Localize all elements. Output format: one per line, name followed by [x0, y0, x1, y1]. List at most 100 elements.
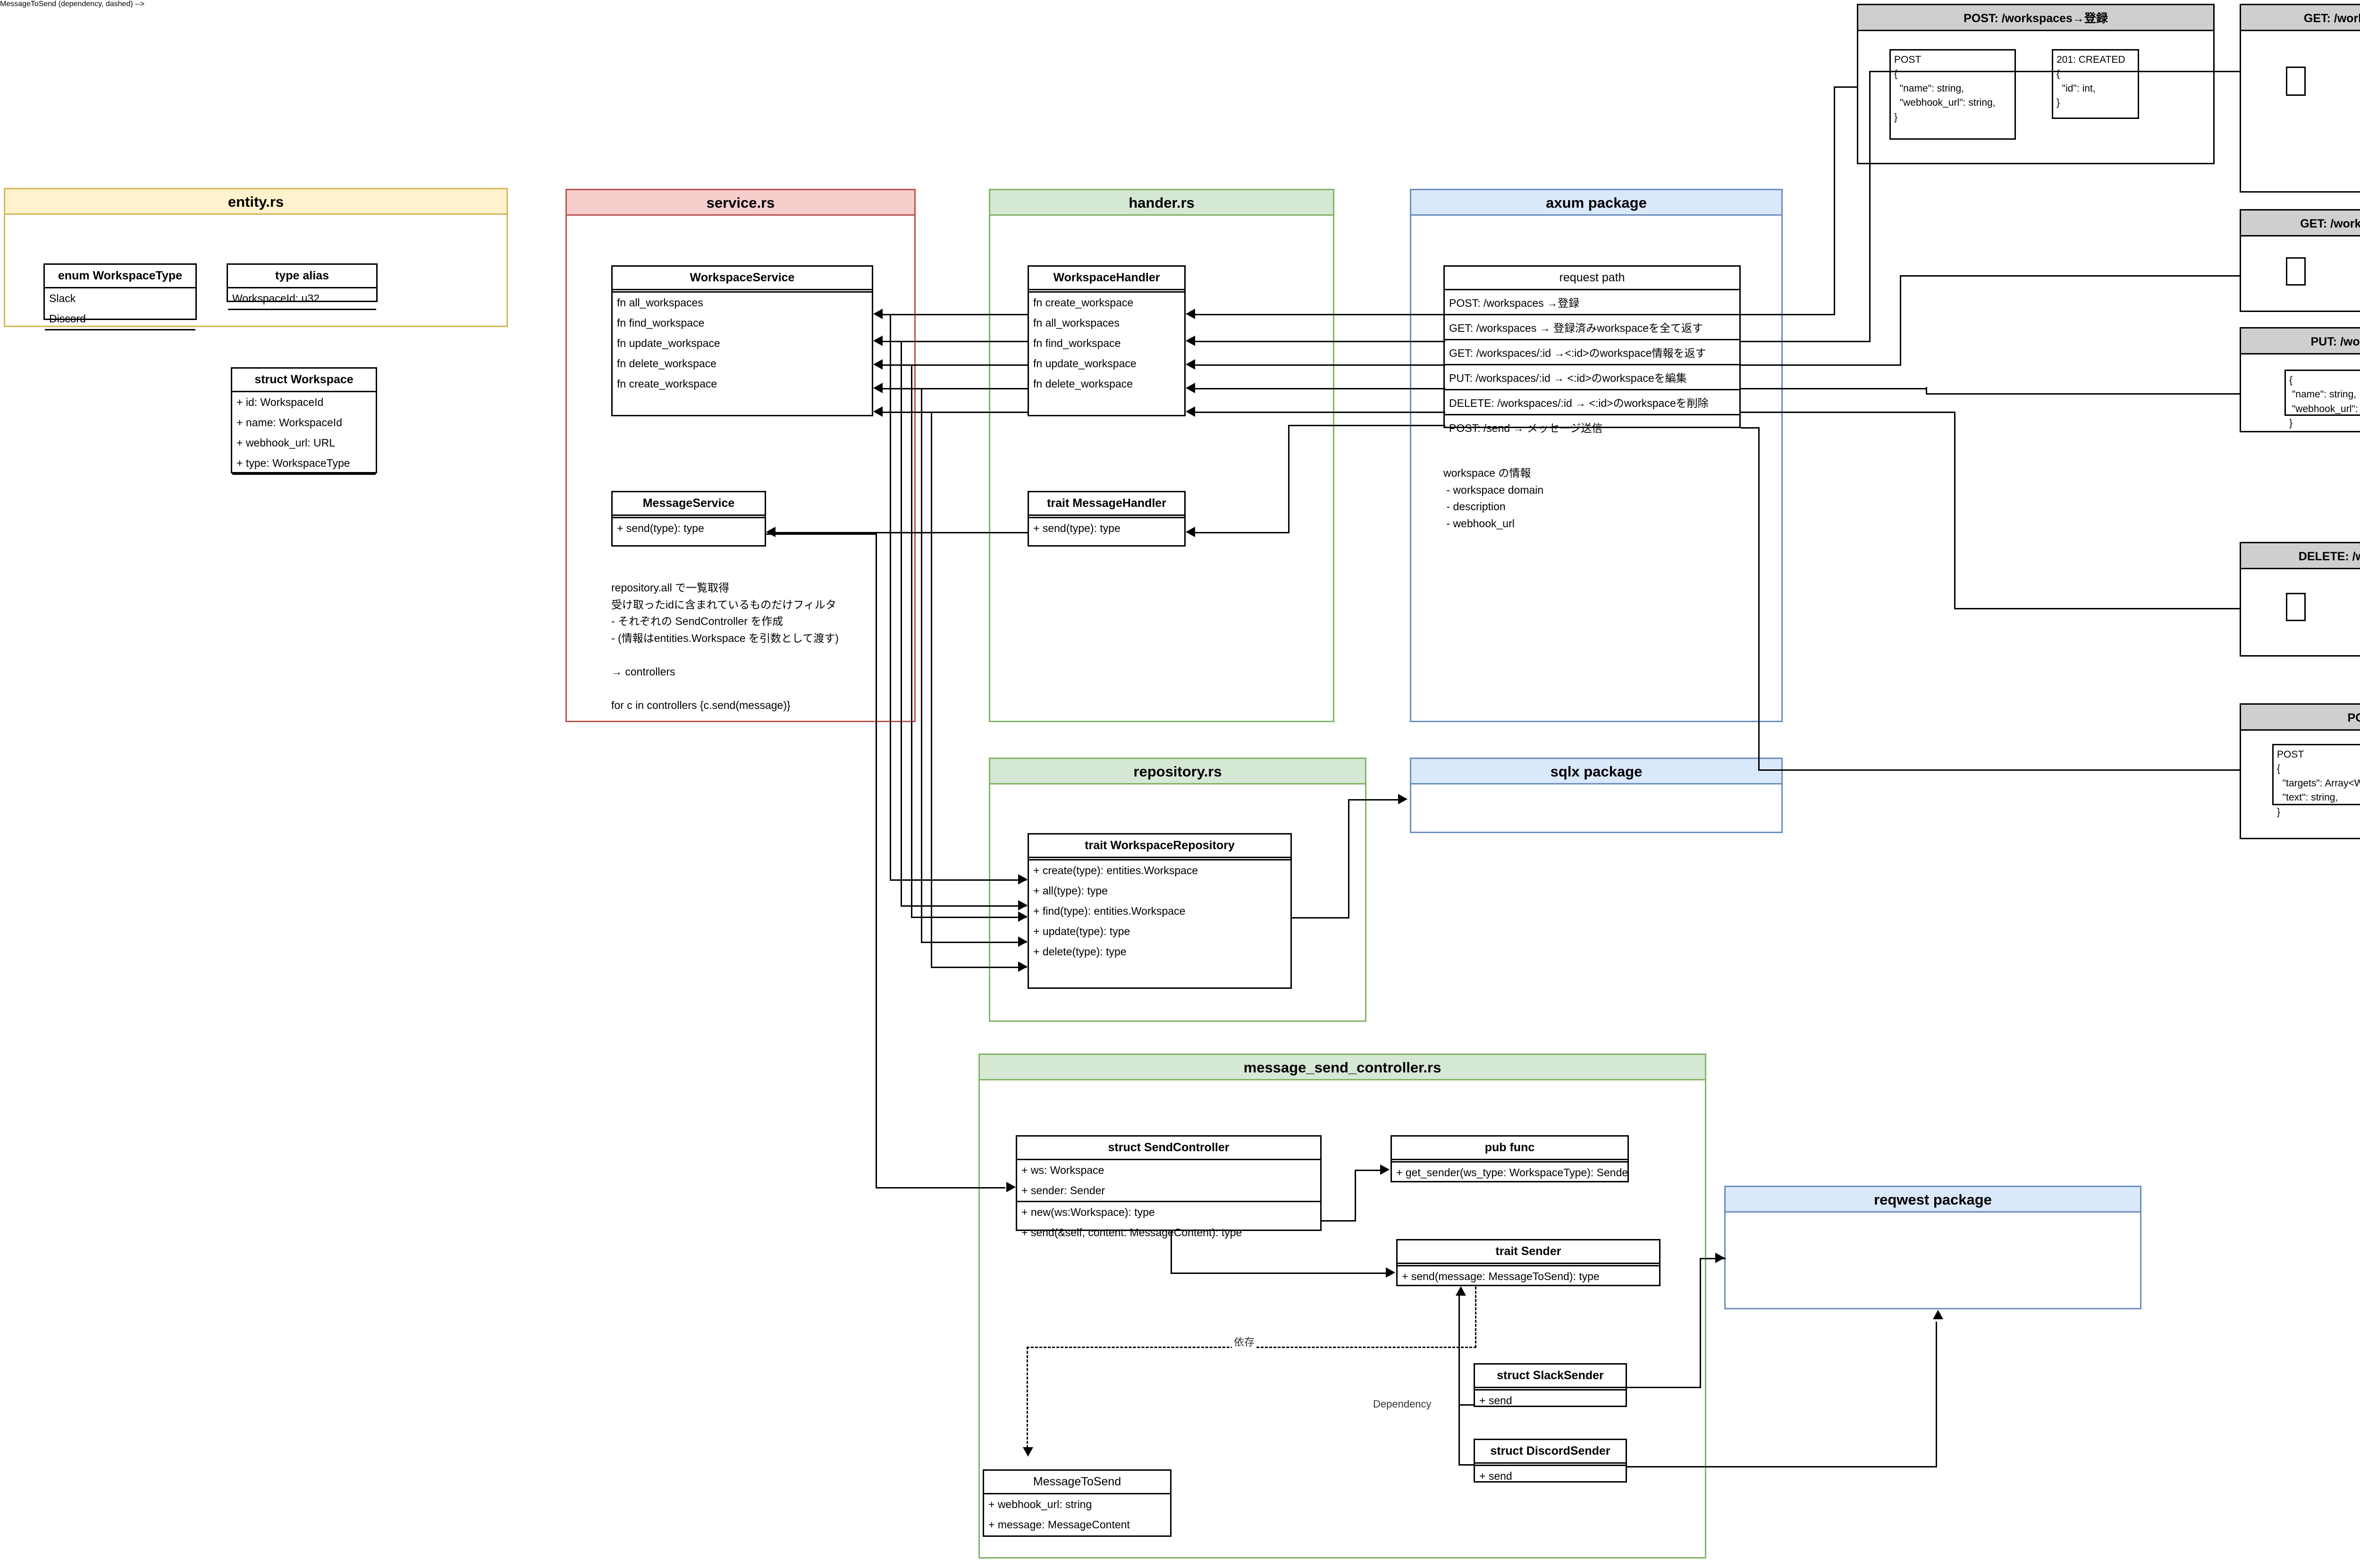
connector-service-to-repo-h5 — [931, 967, 1027, 968]
class-row: + send(message: MessageToSend): type — [1402, 1270, 1600, 1282]
class-row: fn all_workspaces — [617, 296, 703, 309]
connector-service-to-repo-v1 — [890, 315, 891, 881]
class-request-path[interactable]: request path POST: /workspaces →登録 GET: … — [1443, 265, 1741, 434]
class-row: + send — [1479, 1394, 1512, 1407]
api-spec-get-workspaces: GET: /workspace → 登録済みworkspaceを全て返す 200… — [2240, 4, 2360, 193]
class-row: fn find_workspace — [617, 317, 705, 329]
arrow-head — [1398, 794, 1408, 804]
api-title: POST: /message → メッセージ送信 — [2241, 705, 2360, 731]
class-row: fn update_workspace — [1033, 357, 1137, 370]
package-title-entity-rs: entity.rs — [5, 189, 506, 215]
connector-handler-to-service — [883, 388, 1029, 389]
arrow-head — [873, 383, 883, 393]
class-separator — [1398, 1264, 1659, 1266]
package-title-repository-rs: repository.rs — [990, 759, 1365, 784]
connector-axum-to-handler — [1195, 314, 1445, 315]
class-struct-sendcontroller[interactable]: struct SendController + ws: Workspace + … — [1016, 1135, 1322, 1239]
connector-axum-to-handler — [1195, 364, 1445, 366]
route-row-post-send[interactable]: POST: /send → メッセージ送信 — [1449, 422, 1603, 434]
class-struct-slacksender[interactable]: struct SlackSender + send — [1474, 1363, 1627, 1407]
connector-sendcontroller-to-pubfunc-v — [1355, 1170, 1356, 1222]
arrow-head — [1456, 1286, 1466, 1296]
class-separator — [1475, 1464, 1626, 1466]
class-workspacehandler[interactable]: WorkspaceHandler fn create_workspace fn … — [1028, 265, 1186, 416]
class-row: + find(type): entities.Workspace — [1033, 905, 1186, 917]
package-title-sqlx: sqlx package — [1411, 759, 1781, 784]
class-workspaceservice[interactable]: WorkspaceService fn all_workspaces fn fi… — [611, 265, 873, 416]
connector-route-to-api-post — [1741, 314, 1835, 315]
class-trait-sender[interactable]: trait Sender + send(message: MessageToSe… — [1396, 1239, 1660, 1286]
connector-route-to-api-delete-v — [1954, 412, 1955, 609]
package-title-axum: axum package — [1411, 190, 1781, 216]
class-row: fn delete_workspace — [1033, 378, 1133, 390]
class-enum-workspacetype[interactable]: enum WorkspaceType Slack Discord — [43, 263, 197, 330]
api-request-placeholder — [2286, 593, 2306, 621]
api-request-body: { "name": string, "webhook_url": string,… — [2284, 370, 2360, 429]
api-spec-post-message: POST: /message → メッセージ送信 POST { "targets… — [2240, 703, 2360, 839]
connector-to-sendcontroller-h — [876, 1187, 1005, 1189]
class-trait-workspacerepository[interactable]: trait WorkspaceRepository + create(type)… — [1028, 833, 1292, 989]
class-row: fn find_workspace — [1033, 337, 1121, 349]
connector-handler-to-service — [883, 341, 1029, 342]
class-messagetosend[interactable]: MessageToSend + webhook_url: string + me… — [983, 1469, 1172, 1537]
connector-service-to-repo-v2 — [901, 341, 902, 906]
edge-label-izon: 依存 — [1232, 1334, 1257, 1349]
edge-label-dependency: Dependency — [1371, 1398, 1433, 1410]
package-sqlx: sqlx package — [1410, 758, 1783, 833]
class-row: fn delete_workspace — [617, 357, 716, 370]
route-row-get-workspace-id[interactable]: GET: /workspaces/:id →<:id>のworkspace情報を… — [1445, 340, 1739, 365]
class-row: + delete(type): type — [1033, 945, 1127, 958]
connector-sendcontroller-to-pubfunc-h1 — [1322, 1220, 1356, 1222]
class-row: + all(type): type — [1033, 885, 1108, 897]
class-row: WorkspaceId: u32 — [232, 292, 320, 304]
class-messageservice[interactable]: MessageService + send(type): type — [611, 491, 766, 547]
api-request-body: POST { "targets": Array<WorkspaceId>, "t… — [2272, 744, 2360, 818]
class-row: + send — [1479, 1470, 1512, 1482]
class-row: Slack — [49, 292, 76, 304]
arrow-head — [1018, 936, 1028, 947]
connector-axum-to-handler — [1195, 412, 1445, 413]
class-row: fn create_workspace — [1033, 296, 1134, 309]
class-title: pub func — [1392, 1137, 1627, 1160]
connector-axum-send-vertical — [1288, 425, 1290, 533]
api-spec-get-workspace-id: GET: /workspace/:id →<:id>のworkspace情報を返… — [2240, 209, 2360, 312]
api-title: GET: /workspace/:id →<:id>のworkspace情報を返… — [2241, 211, 2360, 236]
connector-handler-to-service — [883, 364, 1029, 366]
class-footer — [232, 473, 376, 477]
class-title: MessageToSend — [984, 1471, 1170, 1494]
connector-route-to-api-delete-h — [1954, 608, 2241, 609]
connector-repo-to-sqlx-v — [1348, 799, 1349, 918]
route-row-delete-workspace-id[interactable]: DELETE: /workspaces/:id → <:id>のworkspac… — [1445, 390, 1739, 415]
arrow-head — [1018, 961, 1028, 972]
class-footer — [45, 329, 195, 332]
class-title: request path — [1445, 267, 1739, 290]
connector-route-to-api-get-id-h — [1900, 275, 2241, 277]
route-row-get-workspaces[interactable]: GET: /workspaces → 登録済みworkspaceを全て返す — [1445, 315, 1739, 340]
connector-service-to-repo-v3 — [911, 364, 912, 918]
dashed-sender-down — [1475, 1287, 1476, 1348]
connector-route-to-api-post-v — [1834, 86, 1835, 315]
connector-route-to-api-get-all-h — [1869, 71, 2241, 72]
class-separator — [1029, 858, 1290, 860]
connector-axum-to-handler — [1195, 341, 1445, 342]
class-separator — [613, 516, 765, 518]
route-row-put-workspace-id[interactable]: PUT: /workspaces/:id → <:id>のworkspaceを編… — [1445, 365, 1739, 390]
class-row: fn create_workspace — [617, 378, 717, 390]
class-row: + id: WorkspaceId — [236, 396, 324, 408]
class-row: + send(type): type — [617, 522, 704, 534]
class-pub-func[interactable]: pub func + get_sender(ws_type: Workspace… — [1391, 1135, 1629, 1182]
class-title: trait MessageHandler — [1029, 492, 1184, 516]
connector-route-to-api-message — [1741, 427, 1760, 429]
class-struct-workspace[interactable]: struct Workspace + id: WorkspaceId + nam… — [231, 367, 377, 475]
class-row: + message: MessageContent — [988, 1518, 1130, 1531]
class-trait-messagehandler[interactable]: trait MessageHandler + send(type): type — [1028, 491, 1186, 547]
api-response-201: 201: CREATED { "id": int, } — [2052, 49, 2139, 119]
arrow-head — [1186, 309, 1195, 319]
arrow-head — [1380, 1164, 1390, 1175]
route-row-post-workspaces[interactable]: POST: /workspaces →登録 — [1445, 290, 1739, 315]
connector-sendcontroller-to-sender-v — [1171, 1230, 1172, 1273]
connector-route-to-api-get-id — [1741, 364, 1901, 366]
class-struct-discordsender[interactable]: struct DiscordSender + send — [1474, 1439, 1627, 1483]
class-type-alias[interactable]: type alias WorkspaceId: u32 — [227, 263, 378, 310]
